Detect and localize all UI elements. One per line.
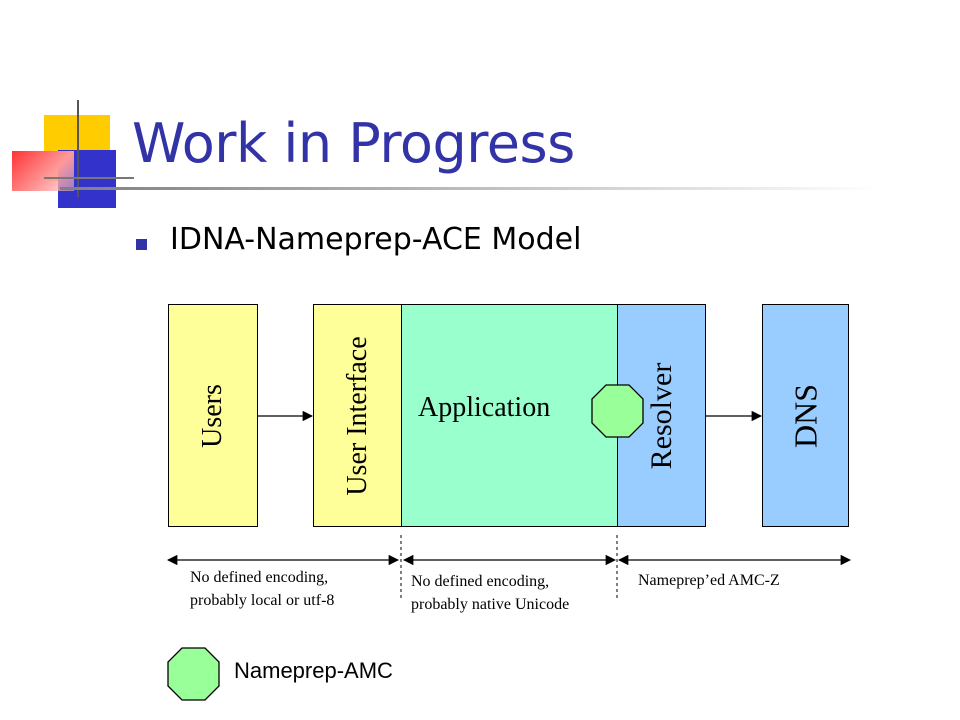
legend-octagon-icon (167, 647, 220, 701)
user-interface-block: User Interface (313, 304, 402, 527)
encoding-note-local-line1: No defined encoding, (190, 569, 329, 586)
title-divider (60, 187, 880, 190)
encoding-note-local-line2: probably local or utf-8 (190, 592, 335, 609)
legend-label: Nameprep-AMC (234, 658, 393, 683)
application-block (401, 304, 618, 527)
dns-block: DNS (762, 304, 849, 527)
encoding-note-amcz: Nameprep’ed AMC-Z (638, 572, 780, 589)
deco-red-square (12, 151, 74, 191)
nameprep-octagon-icon (591, 384, 644, 438)
encoding-note-unicode-line1: No defined encoding, (411, 573, 550, 590)
encoding-note-local: No defined encoding, probably local or u… (190, 566, 334, 612)
application-label: Application (418, 392, 551, 423)
encoding-note-unicode-line2: probably native Unicode (411, 596, 570, 613)
page-title: Work in Progress (132, 112, 575, 175)
bullet-square-icon (136, 239, 147, 250)
bullet-text: IDNA-Nameprep-ACE Model (170, 222, 582, 257)
deco-horizontal-line (44, 177, 134, 179)
encoding-note-unicode: No defined encoding, probably native Uni… (411, 570, 569, 616)
users-block: Users (168, 304, 258, 527)
deco-vertical-line (77, 100, 79, 197)
